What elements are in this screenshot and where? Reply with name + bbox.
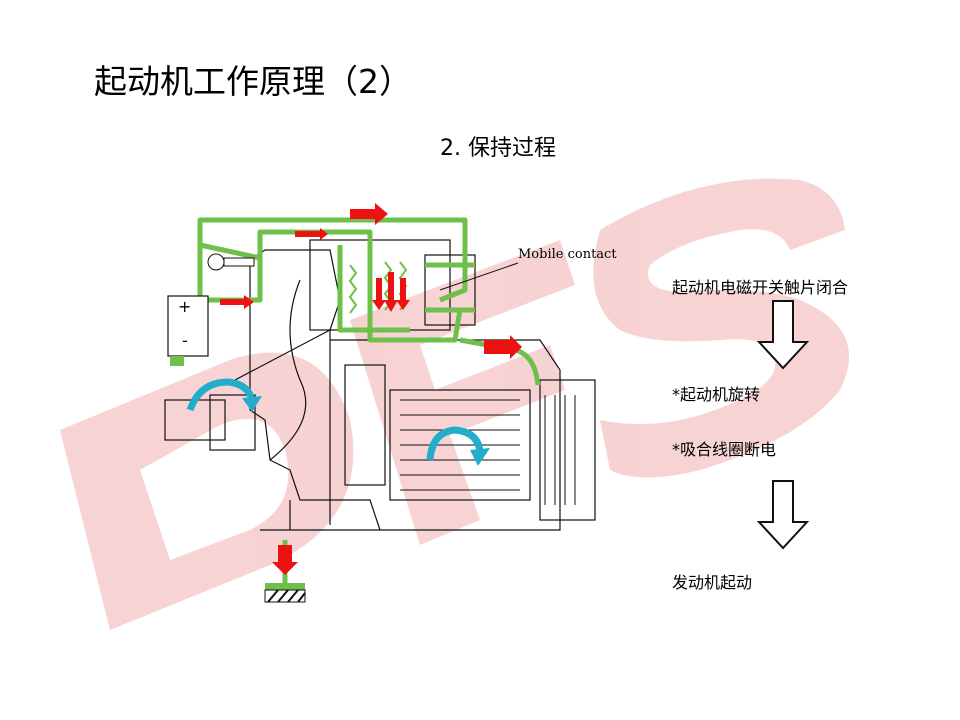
battery	[167, 295, 209, 357]
step-engine-starts: 发动机起动	[672, 573, 753, 592]
drive-end-housing	[249, 249, 341, 501]
battery-minus: -	[182, 331, 188, 350]
current-flow-arrows	[220, 203, 522, 575]
step-switch-closes: 起动机电磁开关触片闭合	[672, 278, 849, 297]
solenoid-terminal	[424, 254, 476, 326]
ring-gear	[209, 394, 256, 451]
mobile-contact-label: Mobile contact	[518, 247, 617, 262]
starter-motor-diagram: + -	[164, 203, 596, 603]
armature	[389, 389, 531, 501]
slide-subtitle: 2. 保持过程	[440, 136, 556, 161]
motor-housing	[330, 339, 561, 531]
ground-symbol	[264, 583, 306, 603]
battery-ground	[170, 356, 184, 366]
rotation-arrows	[186, 378, 484, 461]
shift-lever	[269, 279, 307, 461]
ignition-key	[207, 253, 255, 271]
commutator-end	[539, 379, 596, 521]
callout-pointer	[439, 262, 519, 291]
down-arrow-icon	[757, 300, 809, 370]
step-pull-in-coil-off: *吸合线圈断电	[672, 440, 777, 459]
step-starter-rotates: *起动机旋转	[672, 385, 761, 404]
slide-title: 起动机工作原理（2）	[94, 62, 412, 101]
battery-plus: +	[178, 297, 191, 316]
pinion-clutch	[344, 364, 386, 486]
down-arrow-icon	[757, 480, 809, 550]
